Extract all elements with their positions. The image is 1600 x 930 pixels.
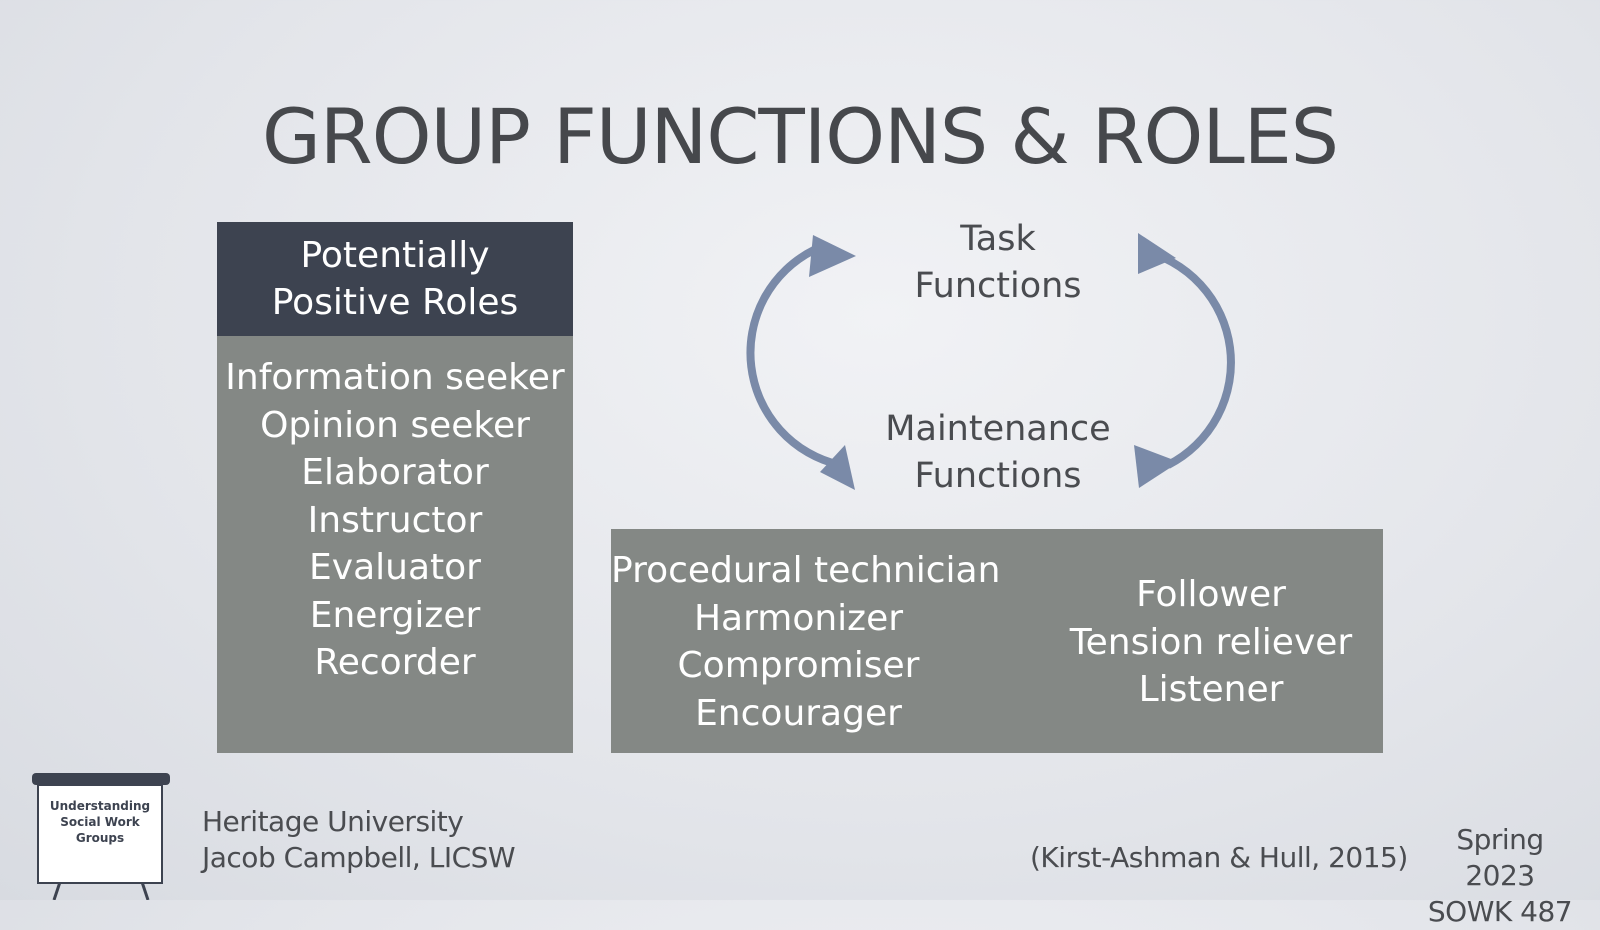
course-code: SOWK 487 [1427, 895, 1573, 928]
role-item: Evaluator [309, 547, 481, 588]
institution-name: Heritage University [202, 805, 464, 838]
task-functions-line1: Task [960, 219, 1036, 259]
course-term: Spring 2023 [1456, 823, 1544, 892]
role-item: Encourager [695, 692, 902, 734]
role-item: Opinion seeker [260, 404, 530, 446]
maintenance-functions-label: Maintenance Functions [868, 406, 1128, 500]
right-cycle-arrow [1139, 246, 1235, 469]
logo-text-line: Groups [75, 831, 125, 845]
task-functions-label: Task Functions [868, 216, 1128, 310]
role-item: Recorder [314, 642, 476, 683]
right-arrow-tail [1138, 233, 1176, 274]
slide-title: GROUP FUNCTIONS & ROLES [262, 92, 1339, 181]
maintenance-roles-column-b: Follower Tension reliever Listener [1021, 571, 1401, 714]
role-item: Harmonizer [693, 597, 904, 639]
right-arrowhead-bottom [1134, 445, 1179, 488]
logo-text-line: Social Work [60, 815, 140, 829]
left-cycle-arrow [746, 246, 841, 469]
cycle-diagram [746, 233, 1235, 490]
author-name: Jacob Campbell, LICSW [202, 841, 516, 874]
task-functions-line2: Functions [914, 266, 1082, 306]
role-item: Instructor [307, 499, 483, 541]
positive-roles-header-text: Potentially Positive Roles [271, 235, 519, 323]
course-block: Spring 2023 SOWK 487 [1420, 822, 1580, 930]
maintenance-functions-line2: Functions [914, 456, 1082, 496]
maintenance-functions-line1: Maintenance [885, 409, 1111, 449]
left-arrow-tail [820, 445, 855, 490]
maintenance-roles-column-a: Procedural technician Harmonizer Comprom… [611, 547, 1001, 737]
logo-easel-board: Understanding Social Work Groups [37, 784, 163, 884]
positive-roles-header: Potentially Positive Roles [217, 222, 573, 336]
citation: (Kirst-Ashman & Hull, 2015) [1030, 841, 1408, 874]
role-item: Energizer [309, 594, 481, 636]
role-item: Procedural technician [611, 550, 1001, 591]
left-arrowhead-top [809, 235, 856, 277]
course-logo: Understanding Social Work Groups [30, 770, 172, 900]
role-item: Elaborator [301, 452, 489, 493]
author-block: Heritage University Jacob Campbell, LICS… [202, 804, 516, 876]
role-item: Tension reliever [1069, 621, 1353, 663]
logo-easel-bar [32, 773, 170, 785]
maintenance-roles-panel: Procedural technician Harmonizer Comprom… [611, 529, 1383, 753]
role-item: Compromiser [677, 645, 920, 686]
positive-roles-panel: Potentially Positive Roles Information s… [217, 222, 573, 753]
role-item: Information seeker [225, 357, 565, 398]
role-item: Listener [1138, 669, 1284, 710]
logo-text-line: Understanding [49, 799, 151, 813]
positive-roles-list: Information seeker Opinion seeker Elabor… [217, 336, 573, 753]
role-item: Follower [1136, 574, 1286, 615]
logo-easel-legs [52, 882, 150, 900]
